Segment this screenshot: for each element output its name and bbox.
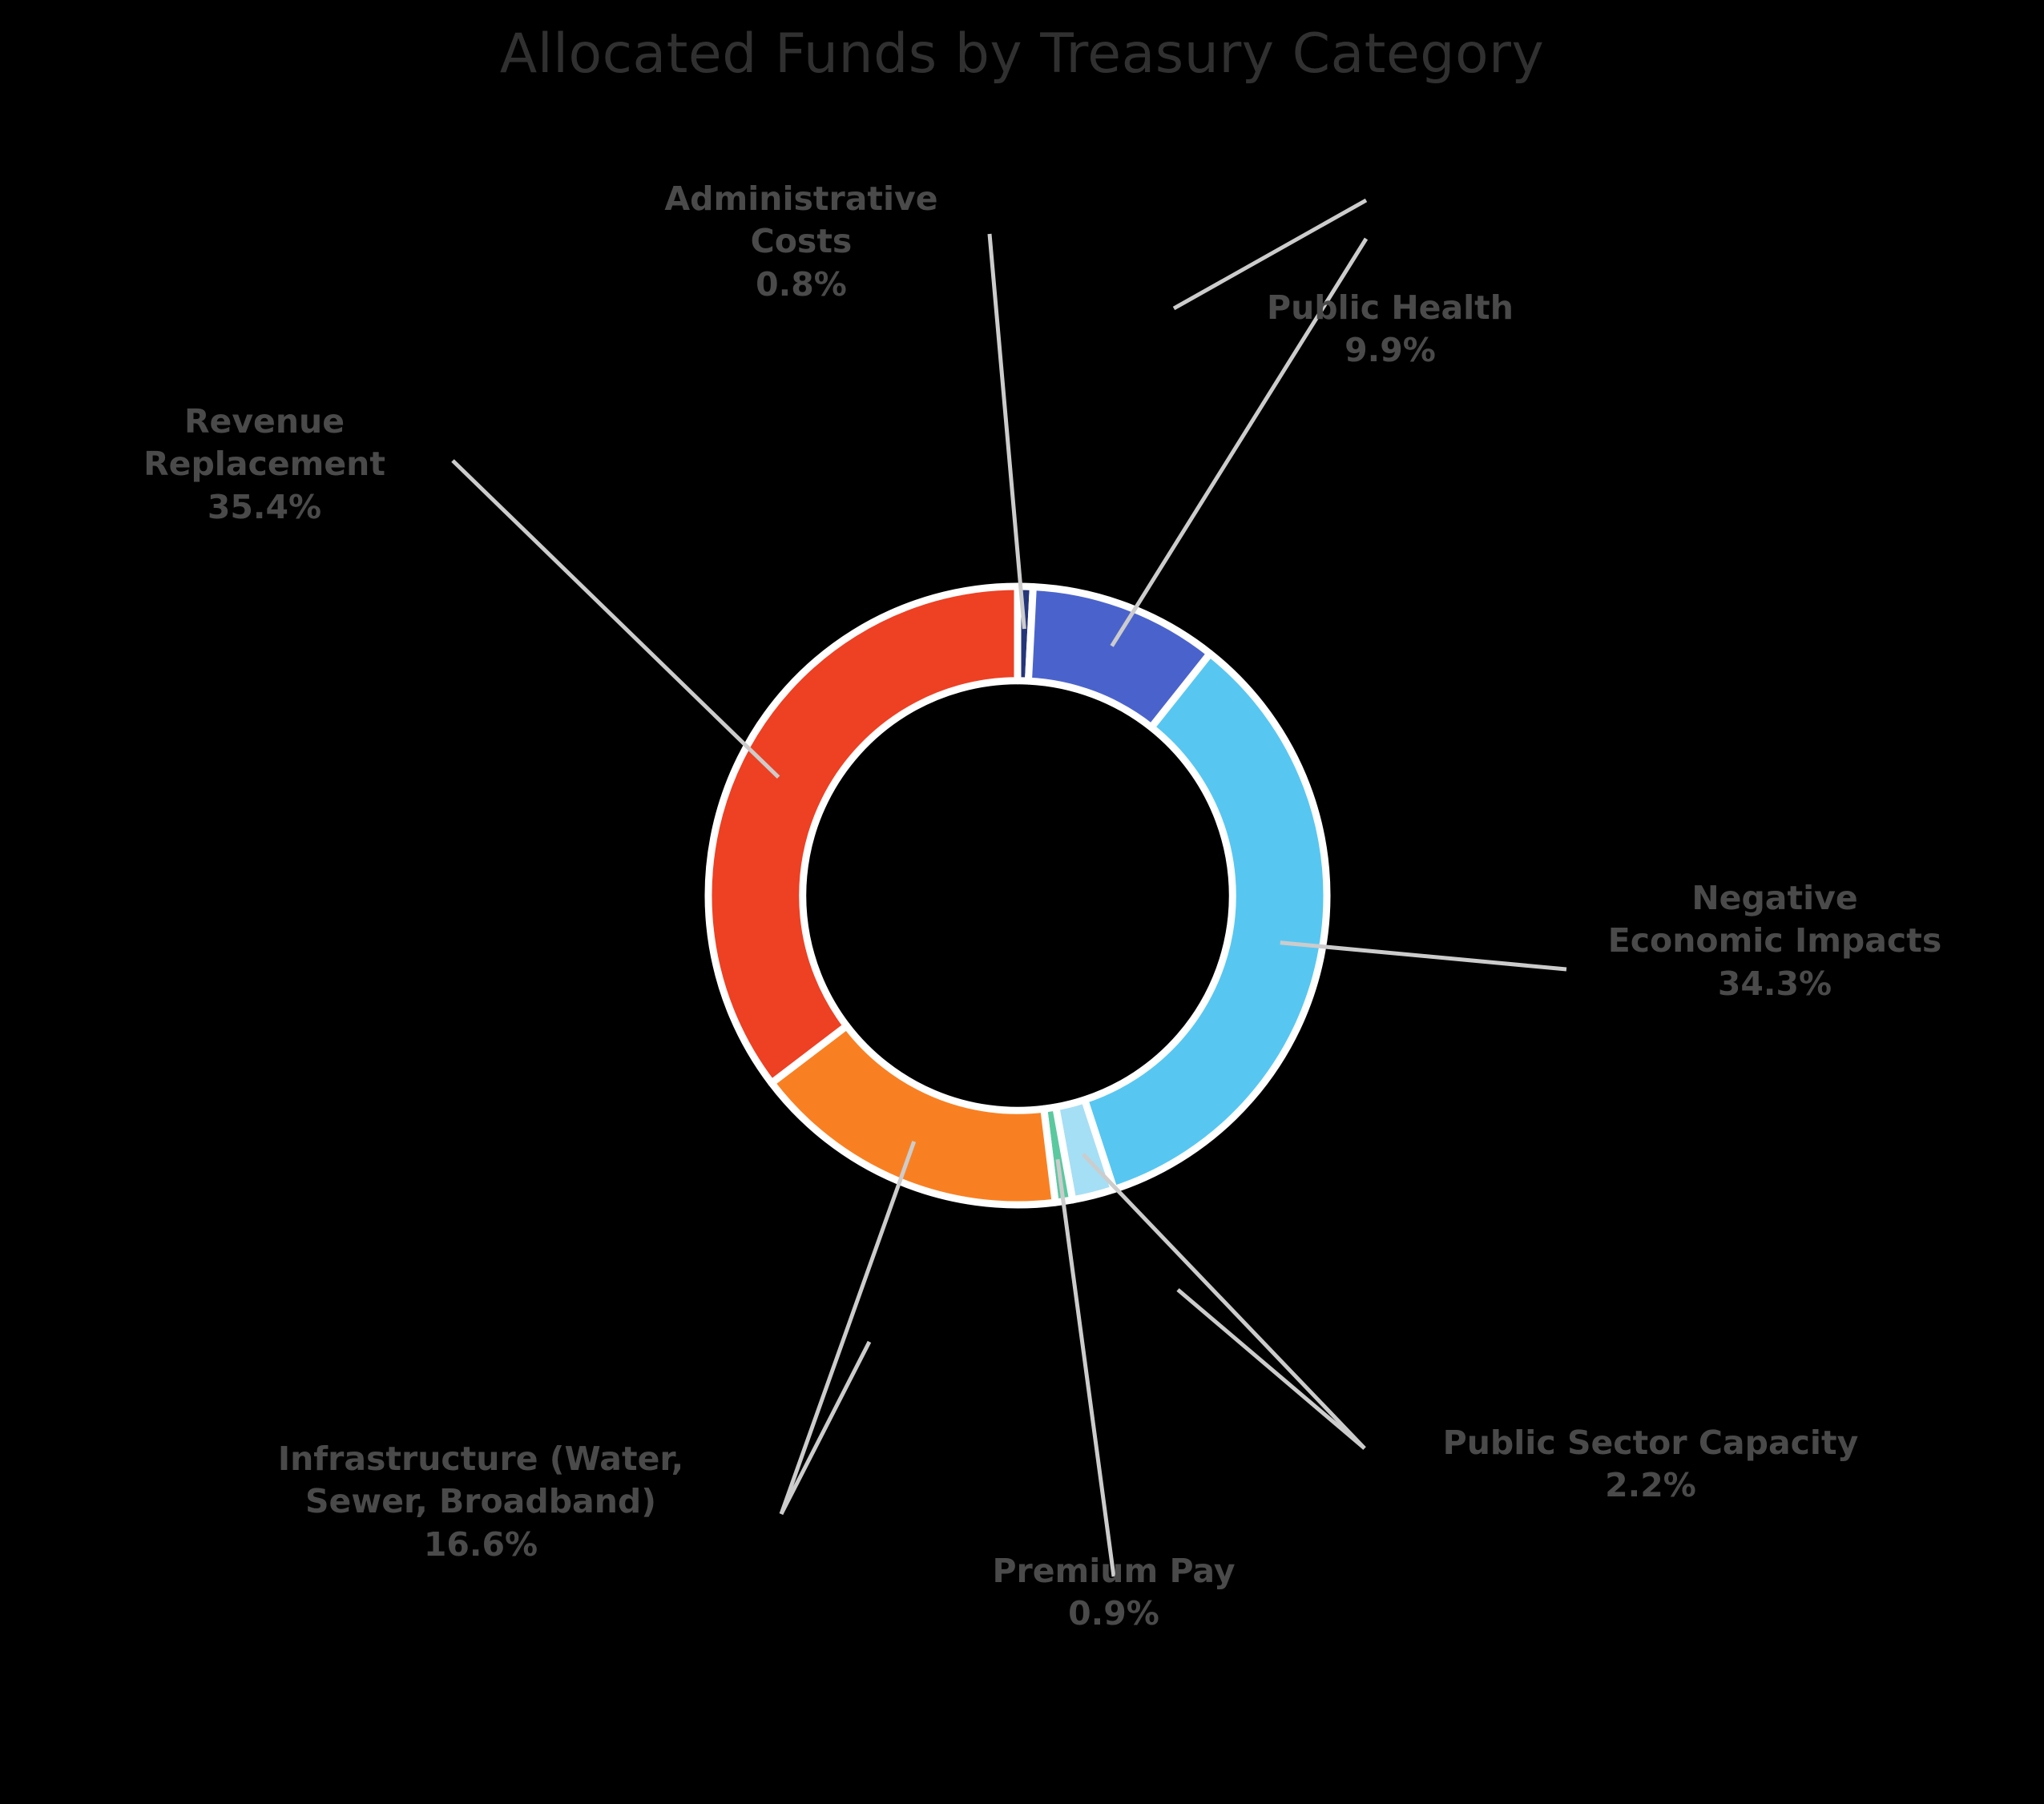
slice-label-revenue-replacement: Revenue Replacement 35.4% <box>143 402 385 526</box>
slice-label-negative-economic-impacts: Negative Economic Impacts 34.3% <box>1607 879 1942 1003</box>
slice-label-infrastructure: Infrastructure (Water, Sewer, Broadband)… <box>277 1440 684 1564</box>
donut-slice[interactable] <box>1081 650 1331 1194</box>
leader-line <box>1280 940 1567 972</box>
slice-label-premium-pay: Premium Pay 0.9% <box>992 1552 1236 1633</box>
leader-lines <box>451 198 1567 1577</box>
slice-label-administrative-costs: Administrative Costs 0.8% <box>664 179 938 304</box>
leader-line <box>1110 237 1369 647</box>
leader-line <box>987 233 1026 630</box>
leader-line <box>779 1340 872 1516</box>
chart-title: Allocated Funds by Treasury Category <box>499 22 1545 86</box>
slice-label-public-sector-capacity: Public Sector Capacity 2.2% <box>1442 1423 1859 1505</box>
leader-line <box>1081 1153 1366 1450</box>
donut-slices <box>704 582 1331 1209</box>
leader-line <box>1055 1158 1116 1577</box>
leader-line <box>1176 1288 1366 1450</box>
leader-line <box>1172 198 1368 311</box>
leader-line <box>779 1141 917 1515</box>
slice-label-public-health: Public Health 9.9% <box>1267 288 1514 370</box>
leader-line <box>451 459 780 779</box>
donut-slice[interactable] <box>704 582 1022 1087</box>
